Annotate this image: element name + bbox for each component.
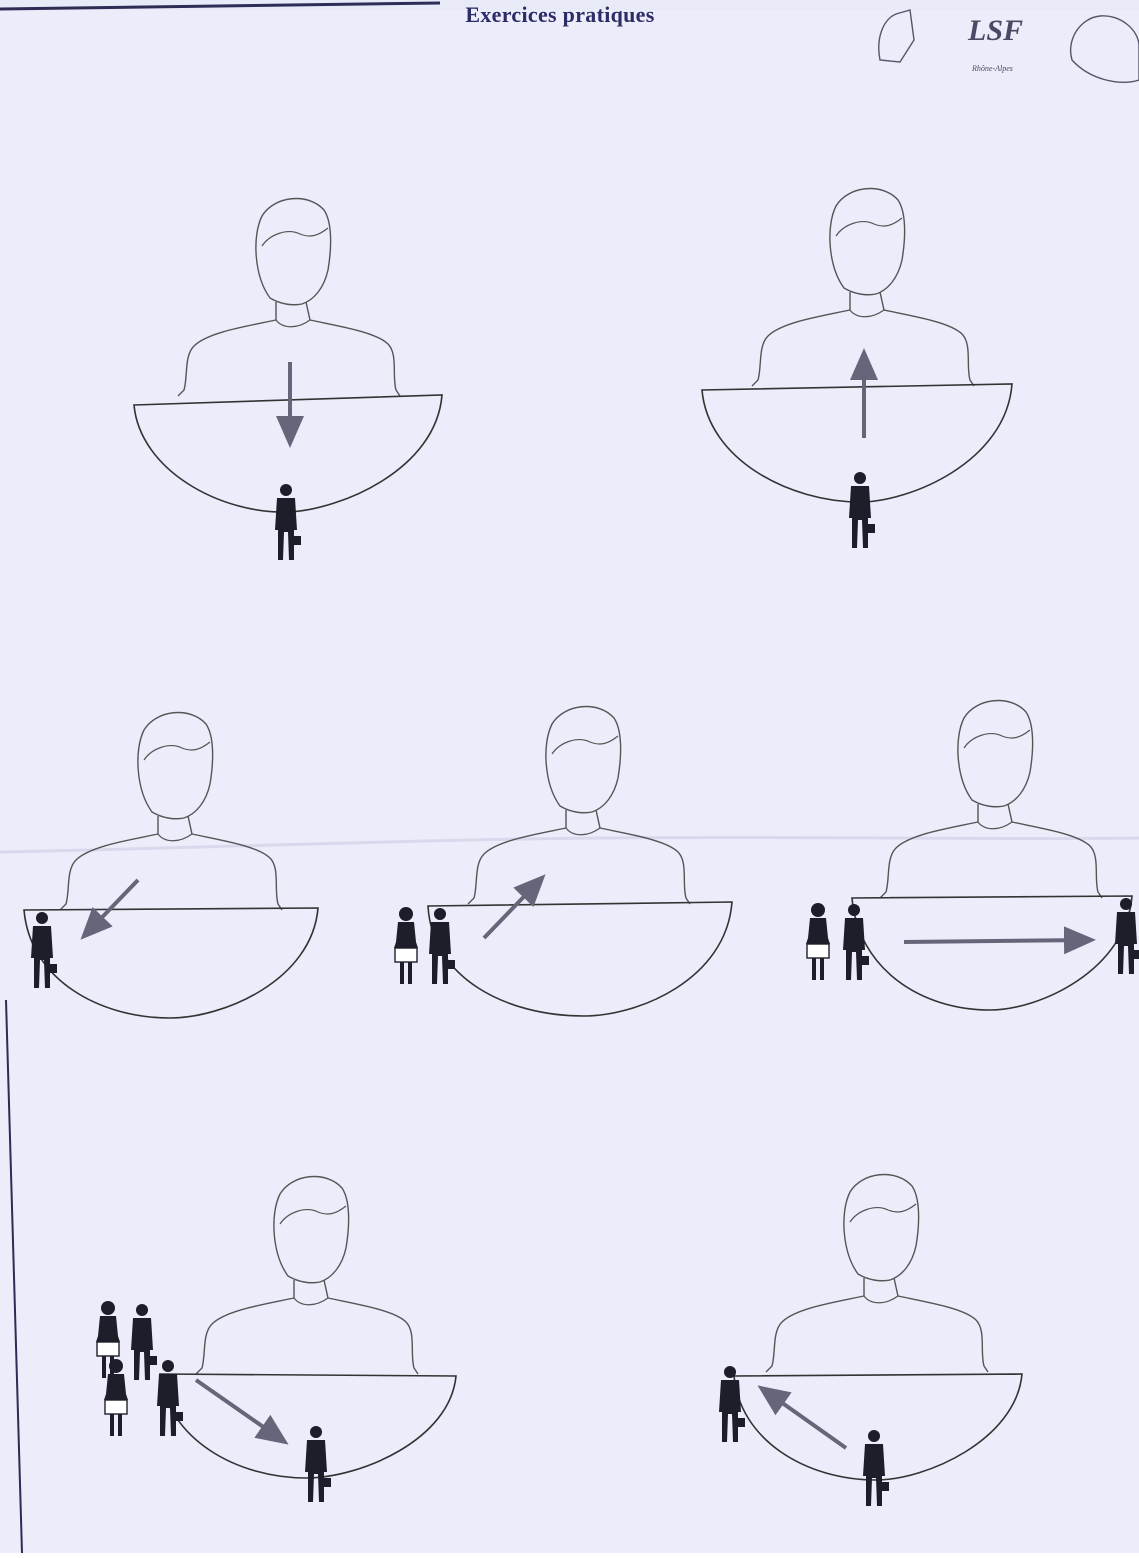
page-title: Exercices pratiques <box>400 2 720 28</box>
logo-subtext: Rhône-Alpes <box>972 64 1013 73</box>
logo-text: LSF <box>968 14 1023 48</box>
